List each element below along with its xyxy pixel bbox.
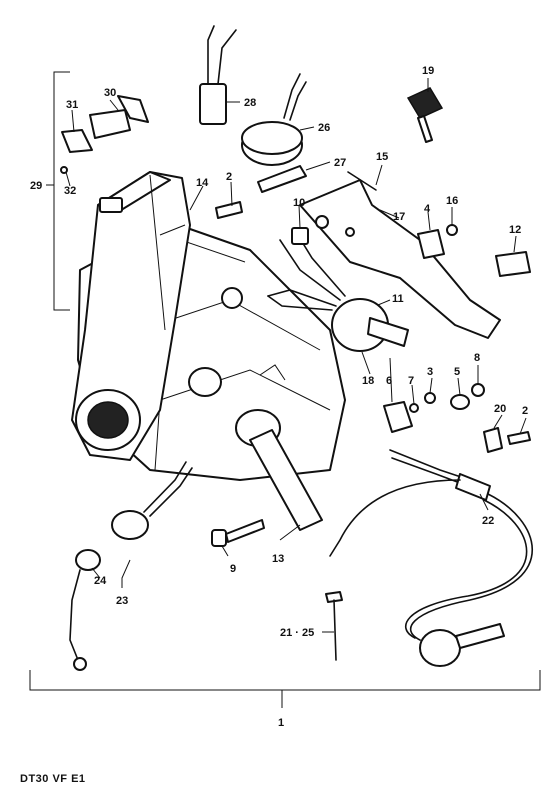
callout-8: 8 [474, 352, 480, 364]
cable-clamp [257, 165, 307, 193]
small-parts-right [215, 201, 531, 453]
switch-bracket [60, 95, 149, 174]
callout-12: 12 [509, 224, 521, 236]
callout-18: 18 [362, 375, 374, 387]
callout-27: 27 [334, 157, 346, 169]
callout-29: 29 [30, 180, 42, 192]
bolt [211, 519, 265, 547]
callout-4: 4 [424, 203, 431, 215]
main-lever-handle [71, 171, 191, 461]
callout-13: 13 [272, 553, 284, 565]
callout-22: 22 [482, 515, 494, 527]
small-parts-upper-right [291, 171, 531, 277]
callout-21-25: 21 · 25 [280, 627, 314, 639]
callout-11: 11 [392, 293, 404, 305]
group-bracket-29 [46, 71, 70, 311]
callout-labels: 1 2 2 3 4 5 6 7 8 9 10 11 12 13 14 15 16… [30, 65, 528, 729]
ignition-key [406, 87, 444, 143]
callout-20: 20 [494, 403, 506, 415]
callout-26: 26 [318, 122, 330, 134]
callout-24: 24 [94, 575, 107, 587]
callout-2-right: 2 [522, 405, 528, 417]
grommet [241, 73, 307, 166]
callout-2-upper: 2 [226, 171, 232, 183]
fuse-holder [325, 591, 343, 661]
callout-23: 23 [116, 595, 128, 607]
callout-31: 31 [66, 99, 78, 111]
callout-14: 14 [196, 177, 209, 189]
stop-switch [69, 461, 193, 671]
callout-7: 7 [408, 375, 414, 387]
wire-harness [329, 449, 533, 667]
callout-28: 28 [244, 97, 256, 109]
leader-lines [65, 78, 527, 633]
neutral-switch [199, 25, 237, 125]
callout-30: 30 [104, 87, 116, 99]
assembly-bracket-1 [29, 670, 541, 708]
key-switch [267, 231, 409, 352]
callout-15: 15 [376, 151, 388, 163]
throttle-lever [235, 409, 323, 531]
callout-17: 17 [393, 211, 405, 223]
callout-16: 16 [446, 195, 458, 207]
callout-3: 3 [427, 366, 433, 378]
diagram-code-caption: DT30 VF E1 [20, 773, 86, 785]
bracket-plate [299, 179, 501, 339]
callout-1: 1 [278, 717, 284, 729]
callout-5: 5 [454, 366, 460, 378]
callout-19: 19 [422, 65, 434, 77]
callout-10: 10 [293, 197, 305, 209]
callout-32: 32 [64, 185, 76, 197]
callout-9: 9 [230, 563, 236, 575]
callout-6: 6 [386, 375, 392, 387]
